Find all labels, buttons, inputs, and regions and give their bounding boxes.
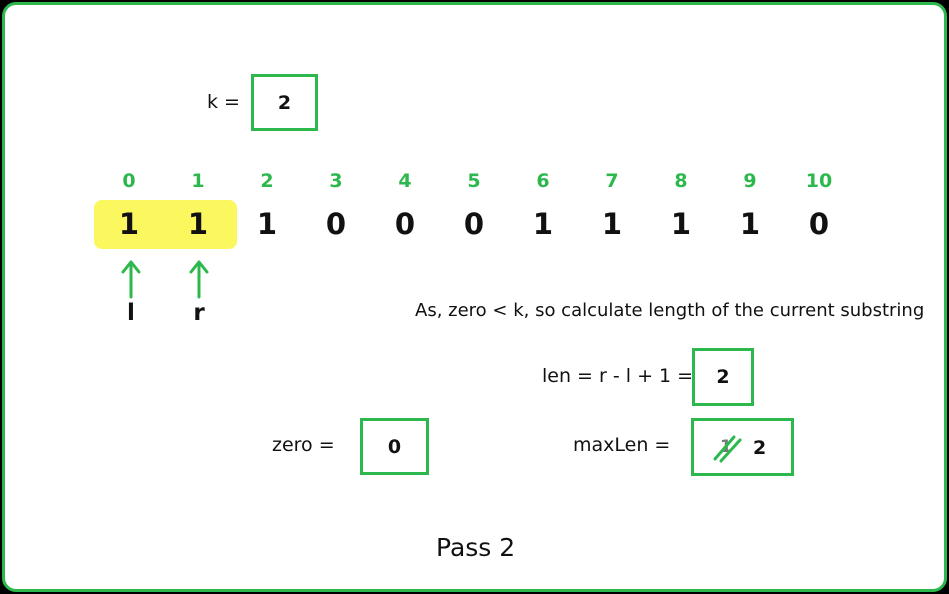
index-label: 0 (122, 170, 136, 192)
index-label: 8 (674, 170, 688, 192)
array-value: 1 (601, 207, 623, 241)
k-value: 2 (277, 91, 292, 114)
len-value: 2 (716, 366, 730, 388)
l-arrow-icon (121, 260, 141, 299)
array-value: 0 (325, 207, 347, 241)
pointer-l-label: l (127, 300, 135, 326)
explanation-note: As, zero < k, so calculate length of the… (415, 300, 925, 321)
k-value-box: 2 (251, 74, 318, 131)
array-value: 1 (187, 207, 209, 241)
window-highlight (94, 200, 237, 249)
zero-value: 0 (387, 435, 402, 458)
array-value: 1 (256, 207, 278, 241)
array-value: 0 (463, 207, 485, 241)
k-label: k = (207, 91, 240, 113)
index-label: 5 (467, 170, 481, 192)
maxlen-value: 2 (753, 437, 767, 459)
zero-label: zero = (272, 434, 335, 456)
maxlen-label: maxLen = (573, 434, 671, 456)
len-formula-label: len = r - l + 1 = (542, 365, 694, 387)
len-value-box: 2 (692, 348, 754, 406)
array-value: 1 (118, 207, 140, 241)
index-label: 3 (329, 170, 343, 192)
r-arrow-icon (189, 260, 209, 299)
index-label: 2 (260, 170, 274, 192)
index-label: 6 (536, 170, 550, 192)
strikethrough-icon (713, 435, 742, 463)
pointer-r-label: r (193, 300, 205, 326)
index-label: 4 (398, 170, 412, 192)
array-value: 1 (739, 207, 761, 241)
array-value: 1 (670, 207, 692, 241)
index-label: 1 (191, 170, 205, 192)
index-label: 10 (805, 170, 833, 192)
zero-value-box: 0 (360, 418, 429, 475)
index-label: 7 (605, 170, 619, 192)
array-value: 1 (532, 207, 554, 241)
array-value: 0 (394, 207, 416, 241)
array-value: 0 (808, 207, 830, 241)
pass-caption: Pass 2 (436, 533, 516, 562)
index-label: 9 (743, 170, 757, 192)
maxlen-value-box: 1 2 (691, 418, 794, 476)
